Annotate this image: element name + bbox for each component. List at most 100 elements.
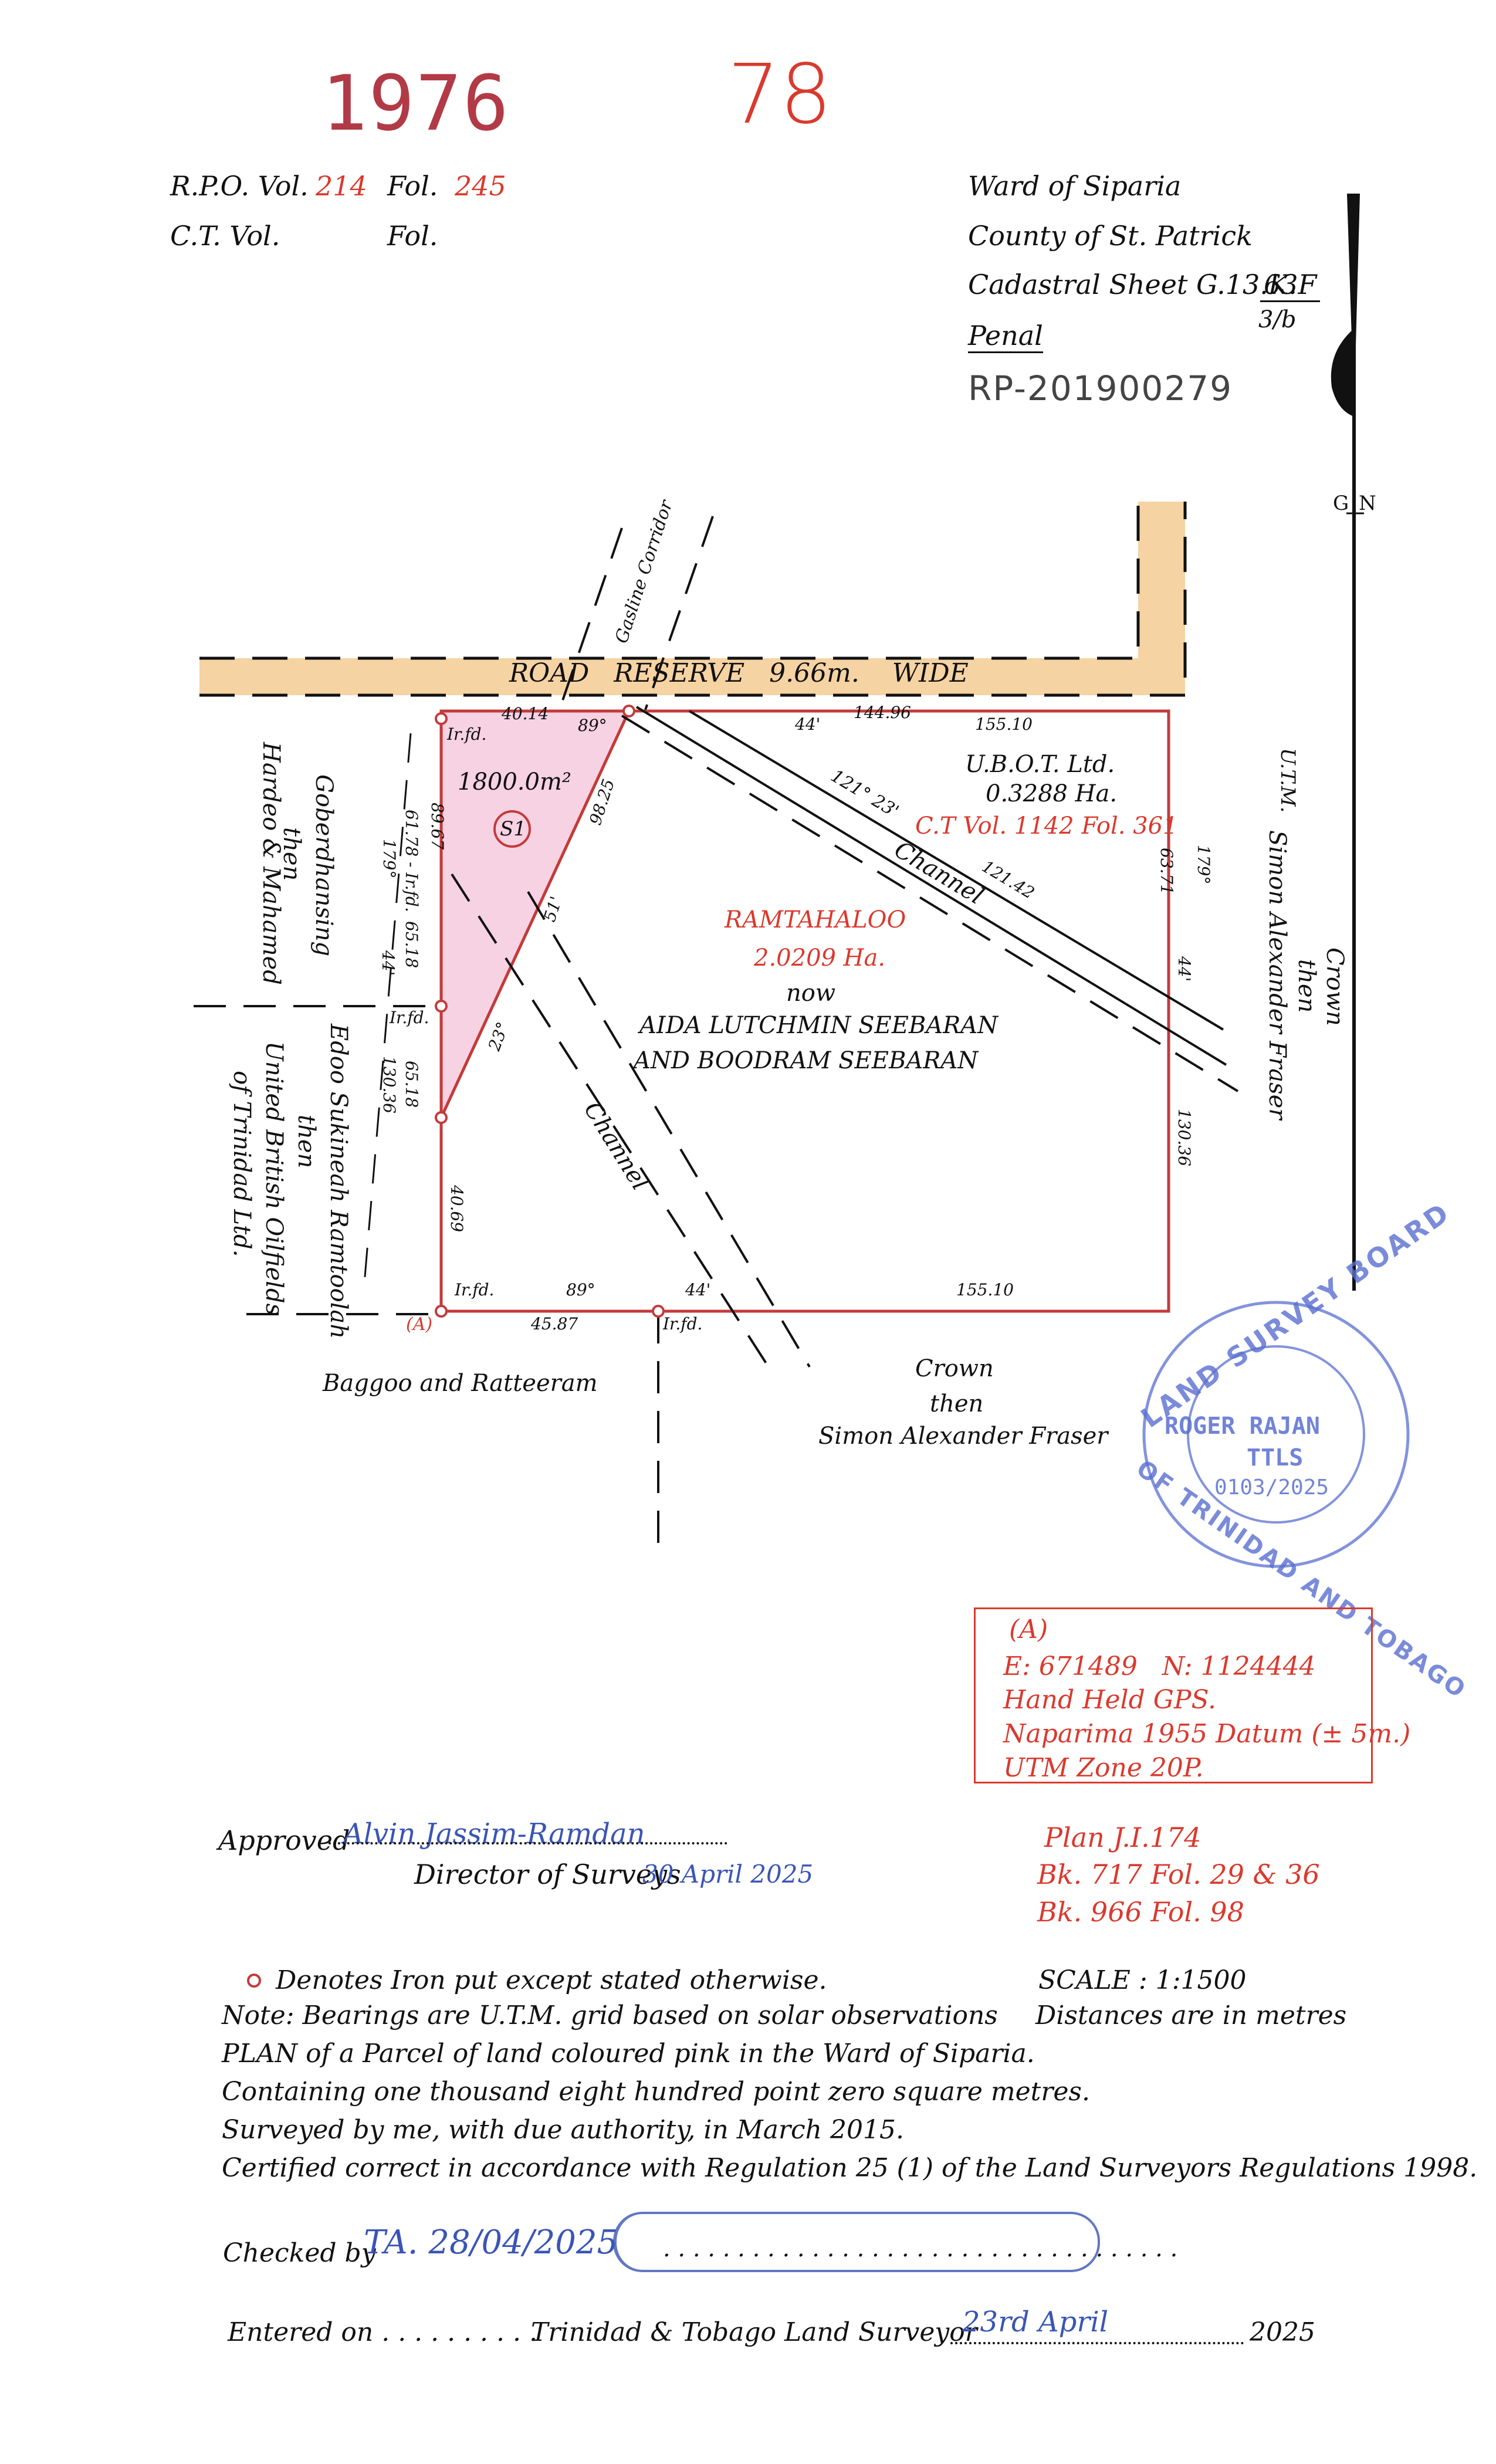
distances-label: Distances are in metres: [1035, 2001, 1347, 2030]
checked-initials: TA. 28/04/2025: [364, 2223, 618, 2262]
neighbour-south: Baggoo and Ratteeram: [323, 1370, 598, 1397]
dim-left-4069: 40.69: [447, 1185, 466, 1233]
owners-line-1: AIDA LUTCHMIN SEEBARAN: [639, 1012, 999, 1039]
iron-marker: [622, 705, 635, 717]
road-reserve-label: ROAD RESERVE 9.66m. WIDE: [509, 658, 969, 688]
ct-vol-label: C.T. Vol.: [170, 220, 280, 252]
irfd-left-mid: Ir.fd.: [390, 1008, 429, 1027]
scale-label: SCALE : 1:1500: [1038, 1965, 1247, 1995]
ward-text: Ward of Siparia: [968, 170, 1182, 202]
approved-label: Approved: [218, 1825, 350, 1856]
neighbour-sw-2: then: [293, 1115, 320, 1169]
dim-left-6518b: 65.18: [402, 1061, 421, 1108]
dim-top-15510: 155.10: [975, 715, 1033, 734]
dim-right-13036: 130.36: [1175, 1109, 1194, 1166]
ref-bk1: Bk. 717 Fol. 29 & 36: [1037, 1859, 1320, 1890]
surveyor-date-dots: [950, 2342, 1244, 2344]
dim-bot-89: 89°: [566, 1280, 595, 1299]
dim-top-14496: 144.96: [854, 703, 911, 722]
county-text: County of St. Patrick: [968, 220, 1253, 252]
gasline-corridor-line: [556, 527, 623, 716]
ref-bk2: Bk. 966 Fol. 98: [1037, 1896, 1244, 1928]
parcel-id-circle: [493, 810, 531, 848]
director-label: Director of Surveys: [414, 1859, 681, 1890]
crown-south-3: Simon Alexander Fraser: [818, 1423, 1108, 1450]
note-surveyed: Surveyed by me, with due authority, in M…: [222, 2115, 904, 2145]
approved-signature: Alvin Jassim-Ramdan: [343, 1817, 645, 1850]
dim-bot-15510: 155.10: [956, 1280, 1014, 1299]
crown-south-1: Crown: [915, 1355, 994, 1382]
iron-marker: [435, 1305, 448, 1318]
ubot-name: U.B.O.T. Ltd.: [965, 751, 1115, 778]
note-certified: Certified correct in accordance with Reg…: [222, 2153, 1478, 2183]
dim-top-44: 44': [795, 715, 821, 734]
note-iron: Denotes Iron put except stated otherwise…: [276, 1965, 827, 1995]
irfd-top-left: Ir.fd.: [447, 725, 487, 744]
year-label: 2025: [1250, 2317, 1315, 2347]
checked-dots: . . . . . . . . . . . . . . . . . . . . …: [663, 2235, 1178, 2262]
neighbour-sw-1: Edoo Sukineah Ramtoolah: [325, 1024, 352, 1339]
channel-line: [635, 706, 1227, 1066]
east-crown-2: then: [1293, 959, 1320, 1013]
parcel-area: 1800.0m²: [458, 769, 571, 796]
dim-left-8967: 89.67: [428, 803, 447, 850]
ref-plan: Plan J.I.174: [1044, 1822, 1201, 1853]
stamp-title: TTLS: [1247, 1444, 1304, 1471]
neighbour-west-3: Hardeo & Mahamed: [258, 742, 285, 985]
checked-label: Checked by: [223, 2238, 376, 2268]
rpo-fol-label: Fol.: [387, 170, 438, 202]
ramtahaloo-name: RAMTAHALOO: [725, 906, 906, 933]
dim-left-6518a: 65.18: [402, 921, 421, 969]
iron-marker: [435, 1111, 448, 1124]
owners-line-2: AND BOODRAM SEEBARAN: [634, 1047, 979, 1074]
approved-date: 30 April 2025: [642, 1860, 814, 1888]
neighbour-sw-3: United British Oilfields: [260, 1041, 287, 1316]
rpo-fol-value: 245: [455, 170, 506, 202]
iron-marker: [435, 1000, 448, 1013]
rpo-vol-value: 214: [316, 170, 367, 202]
channel-line-2: [688, 710, 1224, 1031]
neighbour-west-1: Goberdhansing: [310, 774, 337, 957]
coord-zone: UTM Zone 20P.: [1003, 1753, 1204, 1783]
dim-bot-4587: 45.87: [531, 1314, 578, 1333]
district-text: Penal: [968, 320, 1043, 353]
legend-iron-icon: [247, 1974, 261, 1988]
dim-left-44: 44': [378, 950, 398, 976]
north-gn-n: N: [1359, 492, 1376, 515]
neighbour-sw-4: of Trinidad Ltd.: [228, 1071, 255, 1257]
plan-stamp-suffix: 78: [727, 47, 832, 143]
surveyor-signature: [613, 2212, 1100, 2272]
dim-right-44: 44': [1175, 956, 1194, 982]
entered-label: Entered on . . . . . . . . . .: [228, 2317, 537, 2347]
cadastral-numerator: 63F: [1260, 269, 1321, 302]
irfd-bottom-mid: Ir.fd.: [663, 1314, 703, 1333]
note-containing: Containing one thousand eight hundred po…: [222, 2077, 1090, 2107]
coord-gps: Hand Held GPS.: [1003, 1685, 1217, 1715]
dim-left-179: 179°: [380, 839, 399, 879]
gasline-corridor-line: [644, 516, 714, 710]
channel-dashed: [621, 715, 1239, 1092]
rp-number: RP-201900279: [968, 368, 1233, 408]
east-crown-1: Crown: [1321, 947, 1348, 1026]
point-a-label: (A): [406, 1314, 433, 1335]
coord-datum: Naparima 1955 Datum (± 5m.): [1003, 1719, 1411, 1749]
approved-dots: [329, 1842, 727, 1844]
ramtahaloo-area: 2.0209 Ha.: [754, 945, 886, 972]
coord-en: E: 671489 N: 1124444: [1003, 1651, 1316, 1681]
dim-right-6371: 63.71: [1157, 848, 1176, 895]
dim-left-6178: 61.78 - Ir.fd.: [402, 810, 421, 912]
coordinate-box: [974, 1607, 1373, 1783]
dim-bot-44: 44': [685, 1280, 711, 1299]
surveyor-date: 23rd April: [962, 2306, 1109, 2338]
east-crown-3: Simon Alexander Fraser: [1264, 830, 1291, 1120]
ubot-ct: C.T Vol. 1142 Fol. 361: [915, 813, 1178, 840]
crown-south-2: then: [930, 1390, 984, 1417]
iron-marker: [435, 712, 448, 725]
dim-left-13036: 130.36: [380, 1056, 399, 1113]
road-reserve-area: [199, 502, 1185, 695]
parcel-id: S1: [500, 817, 526, 841]
rpo-vol-label: R.P.O. Vol.: [170, 170, 309, 202]
north-gn-g: G: [1333, 492, 1349, 515]
note-bearings: Note: Bearings are U.T.M. grid based on …: [222, 2001, 998, 2030]
